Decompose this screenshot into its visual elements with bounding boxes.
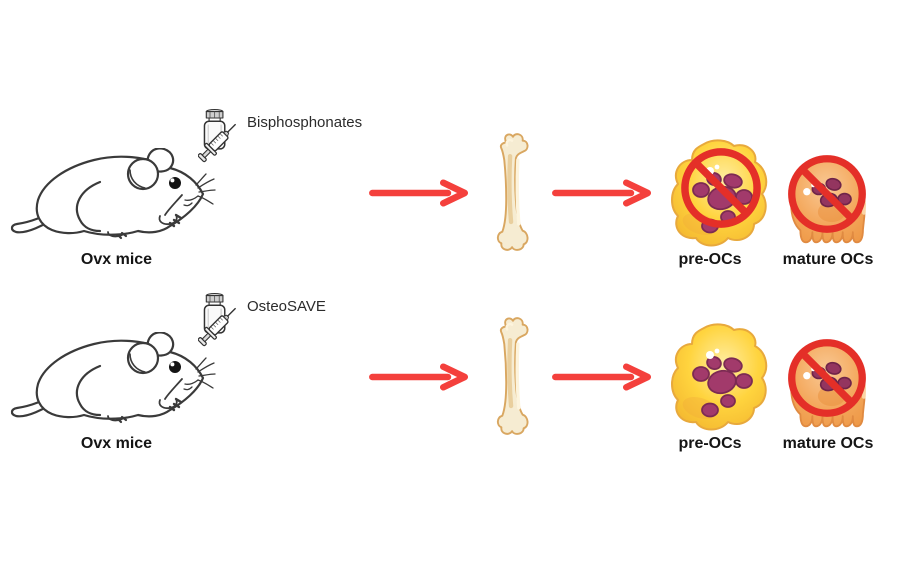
mouse-illustration [10, 332, 216, 424]
mouse-label: Ovx mice [80, 251, 153, 268]
treatment-row-bisphosphonates: Ovx mice Bisphosphonates [10, 108, 874, 268]
pre-oc-cell-illustration [671, 323, 768, 431]
mature-osteoclast-cell [782, 334, 874, 434]
mature-ocs-label: mature OCs [782, 251, 874, 268]
arrow-right-icon [547, 363, 657, 391]
syringe-vial-icon [198, 108, 242, 164]
syringe-vial-icon [198, 292, 242, 348]
mouse-label: Ovx mice [80, 435, 153, 452]
mature-ocs-label: mature OCs [782, 435, 874, 452]
prohibition-icon [784, 335, 870, 421]
arrow-right-icon [364, 363, 474, 391]
treatment-label: OsteoSAVE [247, 298, 326, 315]
treatment-row-osteosave: Ovx mice OsteoSAVE [0, 184, 900, 474]
pre-ocs-label: pre-OCs [678, 435, 742, 452]
treatment-label: Bisphosphonates [247, 114, 363, 131]
pre-osteoclast-cell [670, 322, 770, 434]
pre-ocs-label: pre-OCs [678, 251, 742, 268]
bone-illustration [493, 315, 533, 437]
